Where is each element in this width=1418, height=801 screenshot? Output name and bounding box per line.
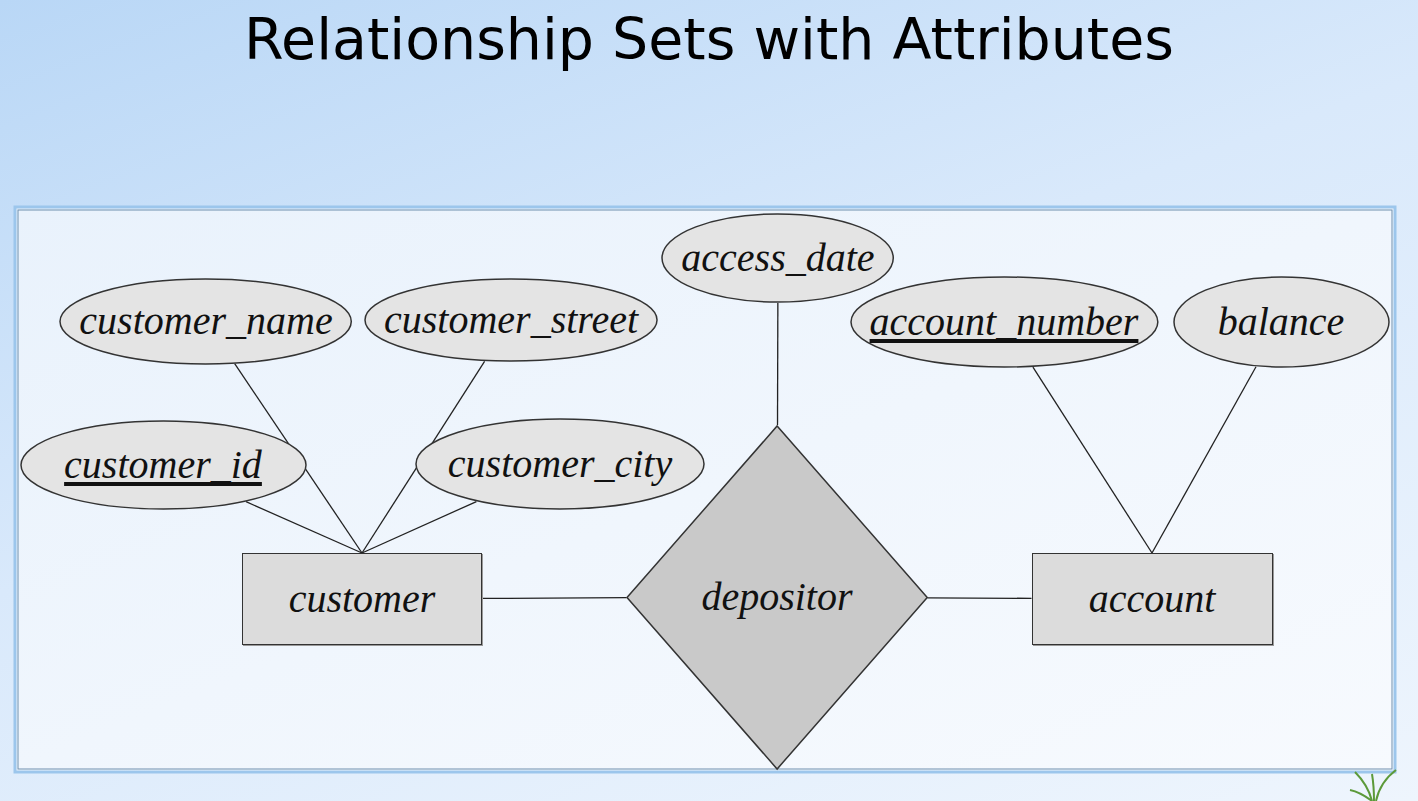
panel-frame [15, 207, 1395, 772]
entity-name: account [1089, 579, 1216, 619]
entity-box: account [1032, 553, 1273, 645]
connector-line [362, 502, 476, 553]
relationship-name: depositor [701, 577, 852, 617]
attribute-name: customer_street [384, 300, 638, 340]
key-attribute-ellipse: account_number [850, 276, 1159, 368]
panel-inner-frame [18, 210, 1392, 769]
slide-title: Relationship Sets with Attributes [0, 6, 1418, 72]
attribute-ellipse: customer_city [415, 418, 705, 510]
relationship-attribute: access_date [661, 213, 894, 303]
attribute-ellipse: customer_name [59, 278, 352, 365]
attribute-ellipse: customer_street [364, 278, 658, 362]
connector-line [777, 303, 779, 425]
connector-line [482, 597, 627, 599]
relationship-diamond: depositor [626, 425, 928, 770]
attribute-name: customer_name [79, 301, 332, 341]
key-attribute-ellipse: customer_id [20, 420, 307, 510]
attribute-name: account_number [870, 302, 1139, 342]
attribute-ellipse: balance [1173, 276, 1390, 368]
connector-line [246, 502, 362, 553]
entity-name: customer [289, 579, 436, 619]
connector-line [1033, 367, 1152, 553]
attribute-name: balance [1218, 302, 1345, 342]
connector-line [927, 597, 1031, 599]
attribute-name: customer_city [448, 444, 672, 484]
attribute-name: customer_id [64, 445, 262, 485]
entity-box: customer [242, 553, 482, 645]
plant-ornament [1350, 770, 1396, 801]
attribute-name: access_date [681, 238, 874, 278]
connector-line [1152, 367, 1256, 553]
